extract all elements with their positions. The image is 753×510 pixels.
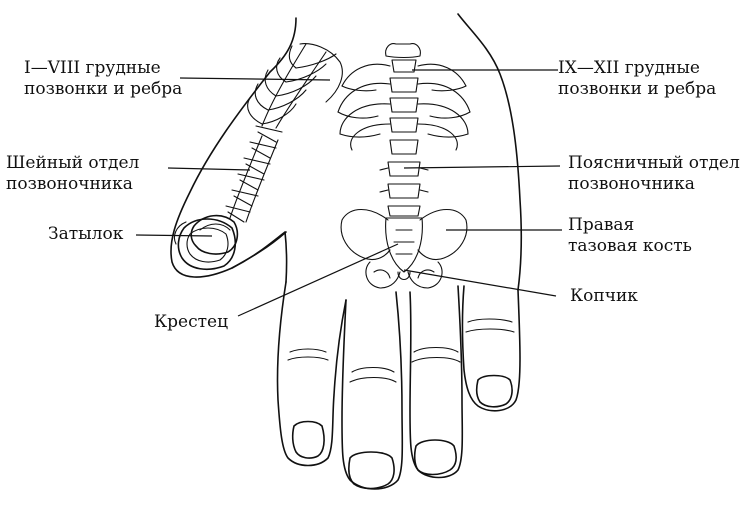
leader-sacrum: [237, 243, 399, 317]
label-thoracic-upper: I—VIII грудные позвонки и ребра: [24, 58, 182, 100]
label-cervical-line2: позвоночника: [6, 174, 133, 194]
leader-lines: [135, 69, 562, 317]
label-cervical-line1: Шейный отдел: [6, 153, 140, 173]
label-occiput-text: Затылок: [48, 224, 124, 244]
hand-outline: [170, 13, 523, 490]
leader-coccyx: [403, 269, 557, 297]
label-lumbar-line1: Поясничный отдел: [568, 153, 740, 173]
leader-lumbar: [403, 165, 561, 169]
label-sacrum: Крестец: [154, 312, 228, 333]
label-cervical: Шейный отдел позвоночника: [6, 153, 139, 195]
leader-occiput: [135, 234, 213, 237]
leader-cervical: [167, 167, 251, 171]
label-coccyx: Копчик: [570, 286, 638, 307]
label-occiput: Затылок: [48, 224, 123, 245]
label-pelvic-bone-line2: тазовая кость: [568, 236, 692, 256]
label-lumbar-line2: позвоночника: [568, 174, 695, 194]
label-pelvic-bone-line1: Правая: [568, 215, 635, 235]
label-thoracic-upper-line2: позвонки и ребра: [24, 79, 183, 99]
label-thoracic-lower-line2: позвонки и ребра: [558, 79, 717, 99]
label-lumbar: Поясничный отдел позвоночника: [568, 153, 740, 195]
label-pelvic-bone: Правая тазовая кость: [568, 215, 692, 257]
palm-spine: [337, 43, 471, 289]
thumb-spine: [190, 43, 343, 255]
label-thoracic-lower-line1: IX—XII грудные: [558, 58, 700, 78]
leader-thoracic-upper: [179, 77, 331, 81]
label-thoracic-lower: IX—XII грудные позвонки и ребра: [558, 58, 716, 100]
label-sacrum-text: Крестец: [154, 312, 229, 332]
label-coccyx-text: Копчик: [570, 286, 638, 306]
label-thoracic-upper-line1: I—VIII грудные: [24, 58, 161, 78]
